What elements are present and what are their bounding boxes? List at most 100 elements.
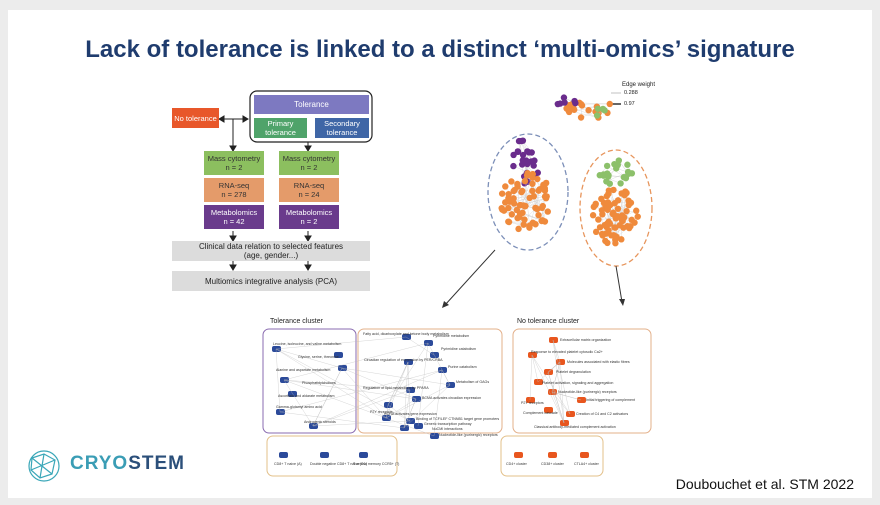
cryostem-logo-icon [28,450,60,482]
network-node-orange [614,205,622,212]
tolerance-term: Gamma-glutamyl amino acid [276,405,322,409]
tolerance-term: Circadian regulation of expression by PE… [364,358,443,362]
network-node-purple [515,137,523,145]
no-tolerance-term: Molecules associated with elastic fibres [567,360,630,364]
network-node-orange [502,183,509,190]
tolerance-term: Nucleotide-like (purinergic) receptors [439,433,498,437]
tolerance-cell-term: Double negative CD8+ T naive (D1) [310,462,367,466]
network-node-orange [633,207,640,214]
pathway-node [400,425,409,431]
logo-cryo: CRYO [70,453,129,474]
tolerance-cluster-title: Tolerance cluster [270,318,323,325]
network-node-orange [570,106,578,113]
no-tolerance-cell-term: CD4+ cluster [506,462,527,466]
pathway-edge [283,342,429,381]
network-node-orange [606,100,613,108]
pca-box: Multiomics integrative analysis (PCA) [172,271,370,291]
network-node-orange [596,224,604,231]
network-node-purple [530,162,537,169]
tolerance-term: Alanine and aspartate metabolism [276,368,331,372]
slide: Lack of tolerance is linked to a distinc… [8,10,872,498]
no-tolerance-term: Platelet activation, signaling and aggre… [542,381,614,385]
network-node-orange [543,193,550,200]
flow-connectors [218,90,373,271]
network-node-orange [524,169,531,177]
network-node-orange [611,232,618,239]
pathway-node [544,407,553,413]
pathway-node [548,452,557,458]
pathway-node [580,452,589,458]
pathway-edge [275,336,407,350]
pathway-edge [403,398,417,429]
network-node-purple [519,151,527,159]
network-node-orange [535,211,542,219]
network-node-orange [541,187,549,194]
network-node-orange [498,190,506,197]
pathway-edge [552,339,565,424]
left-rna-seq: RNA-seq n = 278 [204,178,264,202]
no-tolerance-term: Extracellular matrix organization [560,338,612,342]
network-node-purple [510,162,517,170]
pathway-node [279,452,288,458]
pathway-edge [385,361,409,419]
no-tolerance-term: Platelet degranulation [556,370,591,374]
logo-stem: STEM [128,453,185,474]
network-node-purple [554,100,562,108]
network-node-green [605,173,612,180]
network-node-orange [526,222,533,229]
primary-tolerance-box: Primary tolerance [254,118,307,138]
network-node-green [594,105,602,112]
network-node-purple [571,97,578,105]
pathway-node [359,452,368,458]
no-tolerance-box-outline [512,328,652,434]
pathway-edge [312,369,443,427]
tolerance-term: Metabolism of GAGs [456,380,490,384]
pathway-node [446,382,455,388]
network-node-orange [526,194,533,202]
no-tolerance-term: Initial triggering of complement [586,398,635,402]
edge-weight-value-2: 0.97 [624,101,635,107]
network-node-orange [606,220,614,227]
pathway-edge [275,348,387,419]
right-metabolomics: Metabolomics n = 2 [279,205,339,229]
network-node-orange [516,213,523,221]
left-metabolomics-n: n = 42 [223,217,245,226]
clinical-data-box: Clinical data relation to selected featu… [172,241,370,261]
tolerance-term: NuCMI interactions [432,427,463,431]
network-node-orange [521,216,528,223]
network-node-orange [618,216,625,224]
pathway-edge [385,398,417,419]
pathway-node [320,452,329,458]
tolerance-term: Ascorbate and aldarate metabolism [278,394,335,398]
network-node-orange [634,213,641,220]
network-node-green [603,178,610,185]
pathway-edge [551,361,561,393]
pathway-node [526,397,535,403]
pathway-edge [531,354,571,415]
network-graph [442,92,653,308]
pathway-node [406,387,415,393]
no-tolerance-term: Response to elevated platelet cytosolic … [531,350,603,354]
network-node-purple [524,148,531,155]
tolerance-cluster-panel [262,328,652,477]
network-node-orange [529,180,536,187]
network-node-purple [523,157,530,164]
tolerance-bottom-box [266,435,398,477]
network-edge [606,171,629,182]
network-node-orange [534,175,541,183]
pathway-edge [341,367,451,386]
tolerance-term: Regulation of lipid metabolism by PPARA [363,386,429,390]
tolerance-cell-term: T central memory CCR5+ (T) [353,462,400,466]
network-edge [579,102,610,105]
network-node-green [601,107,608,114]
network-node-orange [515,225,522,233]
network-node-orange [508,211,516,218]
pathway-edge [551,391,571,415]
network-node-purple [514,148,522,155]
slide-title: Lack of tolerance is linked to a distinc… [85,36,795,63]
network-node-orange [585,107,592,114]
no-tolerance-cell-term: CTLA4+ cluster [574,462,599,466]
network-node-orange [510,200,518,207]
right-rna-seq-n: n = 24 [298,190,320,199]
network-node-orange [618,236,625,243]
